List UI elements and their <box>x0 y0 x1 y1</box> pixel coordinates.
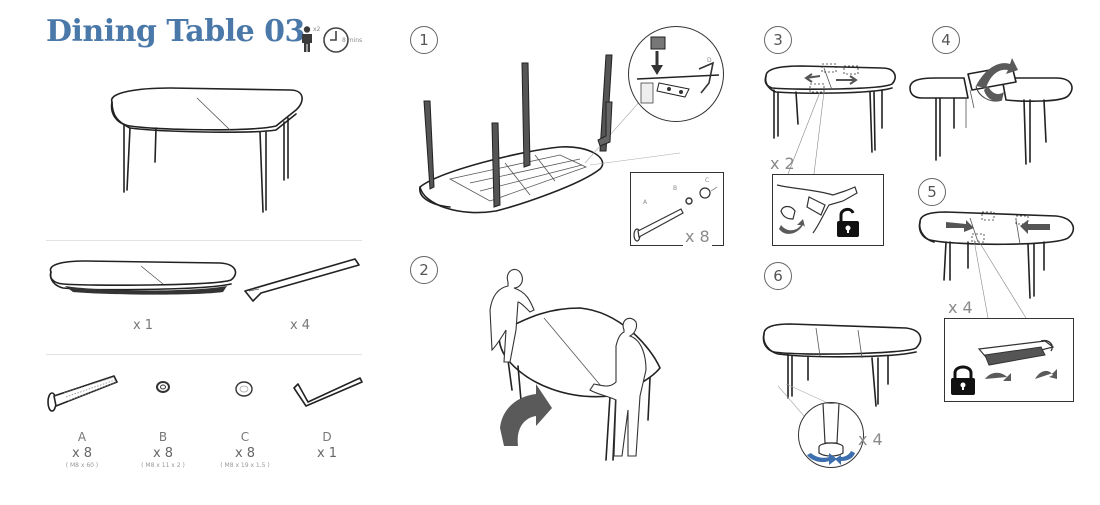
bolt-a-illustration <box>47 375 118 412</box>
step-1-hardware-box: A B C x 8 <box>630 172 724 246</box>
step-1-number: 1 <box>410 26 438 54</box>
divider <box>46 354 362 355</box>
hardware-c-qty: x 8 <box>234 446 256 461</box>
clock-icon <box>323 27 349 53</box>
step-1-hw-c: C <box>705 177 710 184</box>
step-1-illustration <box>419 54 681 214</box>
step-3-qty: x 2 <box>770 154 795 173</box>
step-1-detail-circle: D <box>628 26 724 122</box>
hardware-a-qty: x 8 <box>71 446 93 461</box>
step-6-qty: x 4 <box>858 430 883 449</box>
step-3-illustration <box>764 63 896 175</box>
tabletop-qty: x 1 <box>132 318 154 333</box>
hardware-a-spec: ( M8 x 60 ) <box>65 462 99 469</box>
nut-b-illustration <box>156 381 170 393</box>
page-title: Dining Table 03 <box>46 14 305 49</box>
step-1-hw-b: B <box>673 185 678 192</box>
time-label: 8 mins <box>342 37 363 44</box>
washer-c-illustration <box>235 381 253 397</box>
step-5-qty: x 4 <box>948 298 973 317</box>
step-2-number: 2 <box>410 256 438 284</box>
step-1-hw-qty: x 8 <box>683 227 712 246</box>
detail-d-label: D <box>707 57 712 64</box>
step-1-hw-a: A <box>643 199 648 206</box>
tabletop-part-illustration <box>49 260 237 295</box>
step-6-number: 6 <box>764 262 792 290</box>
step-3-number: 3 <box>764 26 792 54</box>
hardware-b-qty: x 8 <box>152 446 174 461</box>
rotate-arrow-icon <box>500 384 552 446</box>
hardware-c-letter: C <box>240 430 250 444</box>
hardware-d-letter: D <box>322 430 332 444</box>
step-3-detail-box <box>772 174 884 246</box>
leg-part-illustration <box>244 258 360 302</box>
step-6-detail-circle <box>798 402 864 468</box>
divider <box>46 240 362 241</box>
step-5-illustration <box>918 211 1075 319</box>
hardware-b-letter: B <box>158 430 168 444</box>
hardware-a-letter: A <box>77 430 87 444</box>
unlock-icon <box>837 207 859 237</box>
step-5-number: 5 <box>918 178 946 206</box>
step-4-number: 4 <box>932 26 960 54</box>
step-6-illustration <box>762 323 922 417</box>
person-icon <box>302 26 312 52</box>
people-count: x2 <box>313 26 321 33</box>
hardware-b-spec: ( M8 x 11 x 2 ) <box>141 462 185 469</box>
step-5-detail-box <box>944 318 1074 402</box>
allen-key-d-illustration <box>293 377 363 407</box>
leg-qty: x 4 <box>289 318 311 333</box>
step-4-illustration <box>909 58 1073 165</box>
assembled-table-illustration <box>110 87 303 213</box>
lock-icon <box>951 365 975 395</box>
step-2-illustration <box>489 268 661 461</box>
leg-preview-illustration <box>597 101 613 147</box>
hardware-c-spec: ( M8 x 19 x 1.5 ) <box>220 462 270 469</box>
hardware-d-qty: x 1 <box>316 446 338 461</box>
